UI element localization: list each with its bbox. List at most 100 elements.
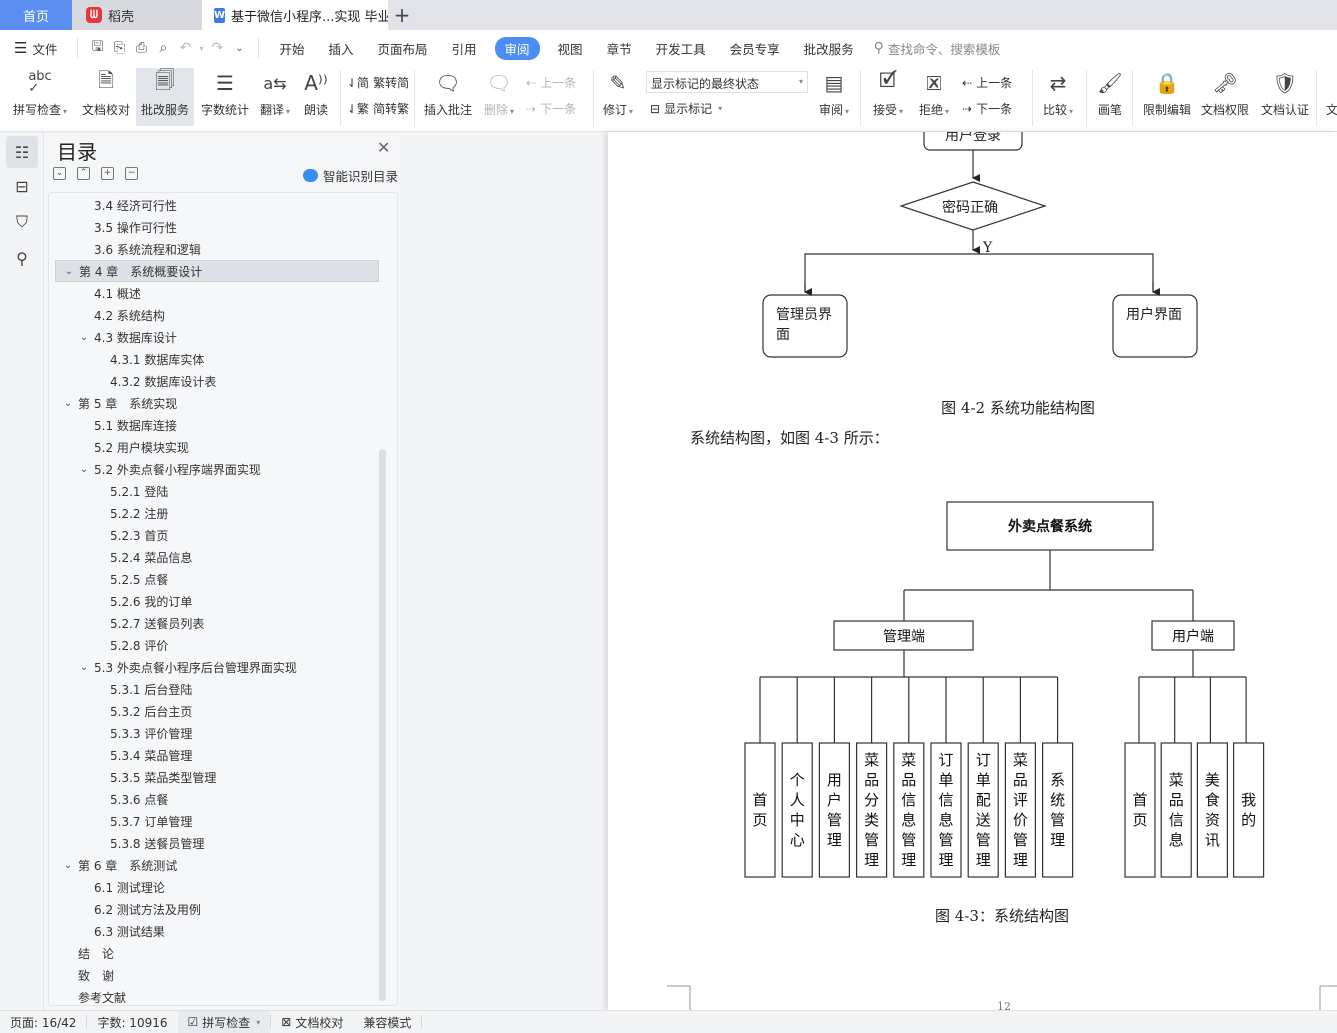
menu-review[interactable]: 审阅 [494, 36, 540, 60]
show-markup-button[interactable]: ⊟显示标记▾ [650, 100, 722, 117]
status-spell-check[interactable]: ☑ 拼写检查 ▾ [177, 1011, 271, 1033]
toc-item[interactable]: 4.3.1 数据库实体 [55, 348, 379, 370]
toc-item[interactable]: 5.2.1 登陆 [55, 480, 379, 502]
find-button[interactable]: ⚲ [6, 242, 38, 274]
next-change-button[interactable]: ⇢下一条 [962, 100, 1012, 117]
toc-item[interactable]: 5.2.4 菜品信息 [55, 546, 379, 568]
toc-item[interactable]: 4.3.2 数据库设计表 [55, 370, 379, 392]
menu-page-layout[interactable]: 页面布局 [377, 41, 428, 57]
translate-button[interactable]: a⇆ 翻译▾ [256, 68, 294, 126]
prev-comment-button[interactable]: ⇠上一条 [526, 74, 576, 91]
toc-item[interactable]: ⌄4.3 数据库设计 [55, 326, 379, 348]
status-doc-proof[interactable]: ⊠ 文档校对 [271, 1014, 353, 1031]
toc-item[interactable]: 5.3.3 评价管理 [55, 722, 379, 744]
review-pane-button[interactable]: ▤ 审阅▾ [814, 68, 854, 126]
undo-dropdown-icon[interactable]: ▾ [199, 43, 204, 53]
correction-service-button[interactable]: 🗐 批改服务 [136, 68, 194, 126]
redo-icon[interactable]: ↷ [211, 40, 224, 56]
toc-item[interactable]: 5.3.5 菜品类型管理 [55, 766, 379, 788]
print-icon[interactable]: ⎙ [135, 40, 148, 56]
chevron-down-icon[interactable]: ⌄ [64, 265, 74, 277]
compare-button[interactable]: ⇄ 比较▾ [1038, 68, 1078, 126]
collapse-prev-icon[interactable]: ⌃ [77, 167, 90, 180]
toc-item[interactable]: 5.3.7 订单管理 [55, 810, 379, 832]
toc-item[interactable]: 5.3.1 后台登陆 [55, 678, 379, 700]
track-changes-button[interactable]: ✎ 修订▾ [598, 68, 638, 126]
toc-item[interactable]: 4.2 系统结构 [55, 304, 379, 326]
menu-developer[interactable]: 开发工具 [655, 41, 706, 57]
restrict-edit-button[interactable]: 🔒 限制编辑 [1140, 68, 1194, 126]
toc-item[interactable]: 5.3.8 送餐员管理 [55, 832, 379, 854]
simp-to-trad-button[interactable]: ⇃繁简转繁 [347, 100, 409, 117]
page-indicator[interactable]: 页面: 16/42 [10, 1015, 77, 1030]
word-count-button[interactable]: ☰ 字数统计 [198, 68, 252, 126]
tab-document[interactable]: W 基于微信小程序...实现 毕业论 [202, 0, 388, 30]
word-count-indicator[interactable]: 字数: 10916 [97, 1015, 168, 1030]
bookmark-button[interactable]: ⛉ [6, 206, 38, 238]
delete-comment-button[interactable]: 🗨 删除▾ [480, 68, 518, 126]
trad-to-simp-button[interactable]: ⇃简繁转简 [347, 74, 409, 91]
smart-toc-button[interactable]: 智能识别目录 [303, 166, 398, 185]
menu-view[interactable]: 视图 [557, 41, 583, 57]
markup-state-select[interactable]: 显示标记的最终状态 ▾ [646, 71, 808, 93]
toc-item[interactable]: 5.3.2 后台主页 [55, 700, 379, 722]
export-pdf-icon[interactable]: ⎘ [113, 40, 126, 56]
file-menu[interactable]: ☰ 文件 [0, 39, 69, 58]
save-icon[interactable]: 🖫 [91, 39, 104, 55]
customize-toolbar-icon[interactable]: ⌄ [235, 42, 244, 54]
toc-item[interactable]: 5.2.2 注册 [55, 502, 379, 524]
ink-button[interactable]: 🖌 画笔 [1092, 68, 1128, 126]
read-aloud-button[interactable]: A⁾⁾ 朗读 [298, 68, 334, 126]
toc-item[interactable]: 4.1 概述 [55, 282, 379, 304]
collapse-all-icon[interactable]: − [125, 167, 138, 180]
toc-item[interactable]: 5.2.3 首页 [55, 524, 379, 546]
expand-all-icon[interactable]: + [101, 167, 114, 180]
new-tab-button[interactable]: + [393, 3, 411, 27]
toc-item[interactable]: 3.4 经济可行性 [55, 194, 379, 216]
command-search[interactable]: ⚲ 查找命令、搜索模板 [874, 39, 1001, 58]
menu-section[interactable]: 章节 [606, 41, 632, 57]
toc-item[interactable]: 6.3 测试结果 [55, 920, 379, 942]
doc-more-button[interactable]: 文 [1322, 68, 1337, 126]
toc-item[interactable]: 5.2.7 送餐员列表 [55, 612, 379, 634]
close-icon[interactable]: ✕ [377, 138, 391, 157]
tab-daoke[interactable]: ᗯ 稻壳 [72, 0, 202, 30]
chevron-down-icon[interactable]: ⌄ [79, 463, 89, 475]
menu-references[interactable]: 引用 [451, 41, 477, 57]
doc-certify-button[interactable]: 🛡 文档认证 [1258, 68, 1312, 126]
toc-item[interactable]: ⌄5.2 外卖点餐小程序端界面实现 [55, 458, 379, 480]
doc-proof-button[interactable]: 🗎 文档校对 [78, 68, 134, 126]
toc-item[interactable]: 5.2.6 我的订单 [55, 590, 379, 612]
toc-item[interactable]: 5.2.8 评价 [55, 634, 379, 656]
toc-item[interactable]: 6.1 测试理论 [55, 876, 379, 898]
menu-insert[interactable]: 插入 [328, 41, 354, 57]
insert-comment-button[interactable]: 🗨 插入批注 [420, 68, 476, 126]
chevron-down-icon[interactable]: ⌄ [79, 331, 89, 343]
chevron-down-icon[interactable]: ⌄ [63, 859, 73, 871]
doc-permission-button[interactable]: 🗝 文档权限 [1198, 68, 1252, 126]
spell-check-button[interactable]: abc✓ 拼写检查▾ [8, 68, 72, 126]
toc-item[interactable]: ⌄第 5 章 系统实现 [55, 392, 379, 414]
toc-item[interactable]: 5.3.6 点餐 [55, 788, 379, 810]
next-comment-button[interactable]: ⇢下一条 [526, 100, 576, 117]
menu-home[interactable]: 开始 [279, 41, 305, 57]
toc-scrollbar[interactable] [379, 449, 386, 1001]
chevron-down-icon[interactable]: ⌄ [79, 661, 89, 673]
accept-button[interactable]: 🗹 接受▾ [868, 68, 908, 126]
toc-item[interactable]: 5.1 数据库连接 [55, 414, 379, 436]
menu-correction[interactable]: 批改服务 [803, 41, 854, 57]
toc-item[interactable]: ⌄5.3 外卖点餐小程序后台管理界面实现 [55, 656, 379, 678]
print-preview-icon[interactable]: ⌕ [159, 40, 168, 56]
toc-item[interactable]: 参考文献 [55, 986, 379, 1005]
toc-panel-button[interactable]: ☷ [6, 136, 38, 168]
tab-home[interactable]: 首页 [0, 0, 72, 30]
toc-item[interactable]: ⌄第 6 章 系统测试 [55, 854, 379, 876]
chapter-nav-button[interactable]: ⊟ [6, 170, 38, 202]
chevron-down-icon[interactable]: ⌄ [63, 397, 73, 409]
toc-item[interactable]: ⌄第 4 章 系统概要设计 [55, 260, 379, 282]
toc-item[interactable]: 结 论 [55, 942, 379, 964]
toc-item[interactable]: 3.5 操作可行性 [55, 216, 379, 238]
toc-item[interactable]: 致 谢 [55, 964, 379, 986]
menu-member[interactable]: 会员专享 [729, 41, 780, 57]
expand-next-icon[interactable]: ⌄ [53, 167, 66, 180]
